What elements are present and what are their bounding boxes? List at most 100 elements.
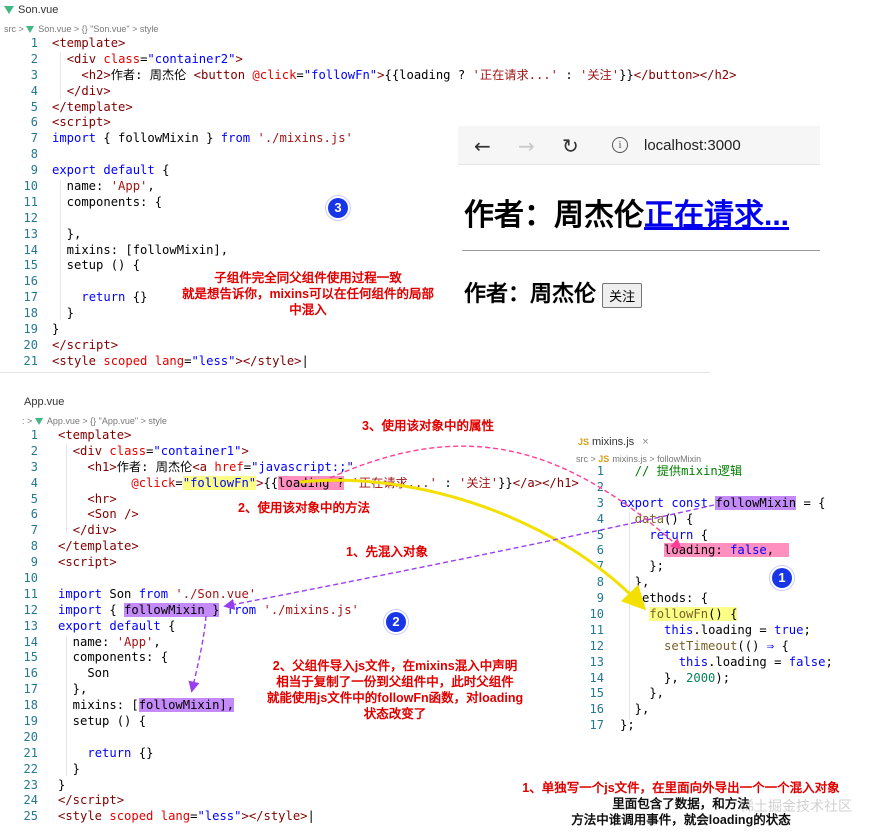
line-number: 3 (30, 459, 38, 474)
badge-1: 1 (772, 568, 792, 588)
son-breadcrumb: src > Son.vue > {} "Son.vue" > style (4, 24, 159, 34)
line-number: 25 (23, 809, 38, 824)
line-number: 12 (23, 210, 38, 225)
line-number: 19 (23, 714, 38, 729)
line-number: 14 (23, 634, 38, 649)
son-code[interactable]: <template> <div class="container2"> <h2>… (52, 36, 737, 368)
line-number: 7 (30, 523, 38, 538)
badge-3: 3 (328, 198, 348, 218)
app-breadcrumb: : > App.vue > {} "App.vue" > style (22, 416, 167, 426)
line-number: 22 (23, 761, 38, 776)
preview-hr (462, 250, 820, 251)
line-number: 24 (23, 793, 38, 808)
vue-file-icon (4, 6, 14, 15)
line-number: 20 (23, 729, 38, 744)
line-number: 4 (30, 475, 38, 490)
son-annotation: 子组件完全同父组件使用过程一致 就是想告诉你，mixins可以在任何组件的局部 … (181, 271, 435, 317)
browser-preview: ← → ↻ i localhost:3000 作者：周杰伦正在请求... 作者：… (458, 126, 824, 316)
line-number: 8 (30, 147, 38, 162)
line-number: 11 (589, 622, 604, 637)
app-annotation: 2、父组件导入js文件，在mixins混入中声明 相当于复制了一份到父组件中，此… (266, 659, 524, 721)
follow-button[interactable]: 关注 (602, 282, 643, 308)
line-number: 21 (23, 353, 38, 368)
line-number: 6 (30, 507, 38, 522)
son-vue-tab[interactable]: Son.vue (4, 4, 58, 16)
line-number: 15 (23, 650, 38, 665)
js-file-icon: JS (598, 454, 610, 464)
line-number: 5 (30, 99, 38, 114)
line-number: 12 (23, 602, 38, 617)
line-number: 10 (23, 571, 38, 586)
line-number: 23 (23, 777, 38, 792)
line-number: 19 (23, 322, 38, 337)
line-number: 10 (23, 179, 38, 194)
line-number: 1 (596, 464, 604, 478)
line-number: 13 (589, 654, 604, 669)
line-number: 9 (30, 163, 38, 178)
line-number: 8 (30, 539, 38, 554)
line-number: 15 (23, 258, 38, 273)
app-vue-tab[interactable]: App.vue (24, 396, 65, 408)
arrow-use-method (299, 478, 647, 611)
line-number: 5 (596, 527, 604, 542)
line-number: 14 (23, 242, 38, 257)
preview-h2: 作者：周杰伦 关注 (464, 276, 643, 308)
line-number: 4 (30, 83, 38, 98)
line-number: 18 (23, 306, 38, 321)
arrow-declare-mixin (188, 615, 207, 693)
line-number: 4 (596, 511, 604, 526)
badge-2: 2 (386, 612, 406, 632)
step3-annotation: 3、使用该对象中的属性 (362, 419, 494, 433)
line-number: 11 (23, 194, 38, 209)
line-number: 14 (589, 670, 604, 685)
preview-h1: 作者：周杰伦正在请求... (464, 199, 790, 232)
address-bar[interactable]: localhost:3000 (644, 137, 741, 154)
step2-annotation: 2、使用该对象中的方法 (238, 501, 370, 515)
line-number: 13 (23, 226, 38, 241)
vue-file-icon (26, 26, 35, 34)
browser-toolbar: ← → ↻ i localhost:3000 (458, 126, 820, 165)
line-number: 2 (30, 51, 38, 66)
line-number: 6 (596, 543, 604, 558)
mixins-code[interactable]: // 提供mixin逻辑 export const followMixin = … (620, 464, 833, 733)
line-number: 8 (596, 575, 604, 590)
line-number: 20 (23, 337, 38, 352)
line-number: 5 (30, 491, 38, 506)
line-number: 13 (23, 618, 38, 633)
line-number: 21 (23, 745, 38, 760)
following-link[interactable]: 正在请求... (644, 199, 790, 232)
line-number: 17 (589, 718, 604, 733)
line-number: 17 (23, 290, 38, 305)
line-number: 18 (23, 698, 38, 713)
arrow-mix-in (223, 504, 715, 610)
line-number: 16 (23, 666, 38, 681)
forward-arrow-icon[interactable]: → (518, 134, 535, 158)
line-number: 7 (30, 131, 38, 146)
line-number: 17 (23, 682, 38, 697)
line-number: 9 (596, 591, 604, 606)
back-arrow-icon[interactable]: ← (474, 134, 491, 158)
reload-icon[interactable]: ↻ (562, 134, 579, 158)
line-number: 3 (596, 495, 604, 510)
line-number: 7 (596, 559, 604, 574)
line-number: 16 (23, 274, 38, 289)
line-number: 1 (30, 428, 38, 442)
close-icon[interactable]: × (642, 436, 649, 448)
line-number: 2 (30, 443, 38, 458)
line-number: 16 (589, 702, 604, 717)
watermark: 稀土掘金技术社区 (740, 798, 852, 814)
arrow-use-property (329, 445, 683, 550)
line-number: 15 (589, 686, 604, 701)
line-number: 9 (30, 555, 38, 570)
bottom-annotation: 1、单独写一个js文件，在里面向外导出一个一个混入对象 里面包含了数据，和方法 … (522, 781, 840, 827)
info-icon[interactable]: i (612, 137, 628, 153)
js-file-icon: JS (578, 437, 590, 447)
line-number: 3 (30, 67, 38, 82)
line-number: 12 (589, 638, 604, 653)
line-number: 6 (30, 115, 38, 130)
